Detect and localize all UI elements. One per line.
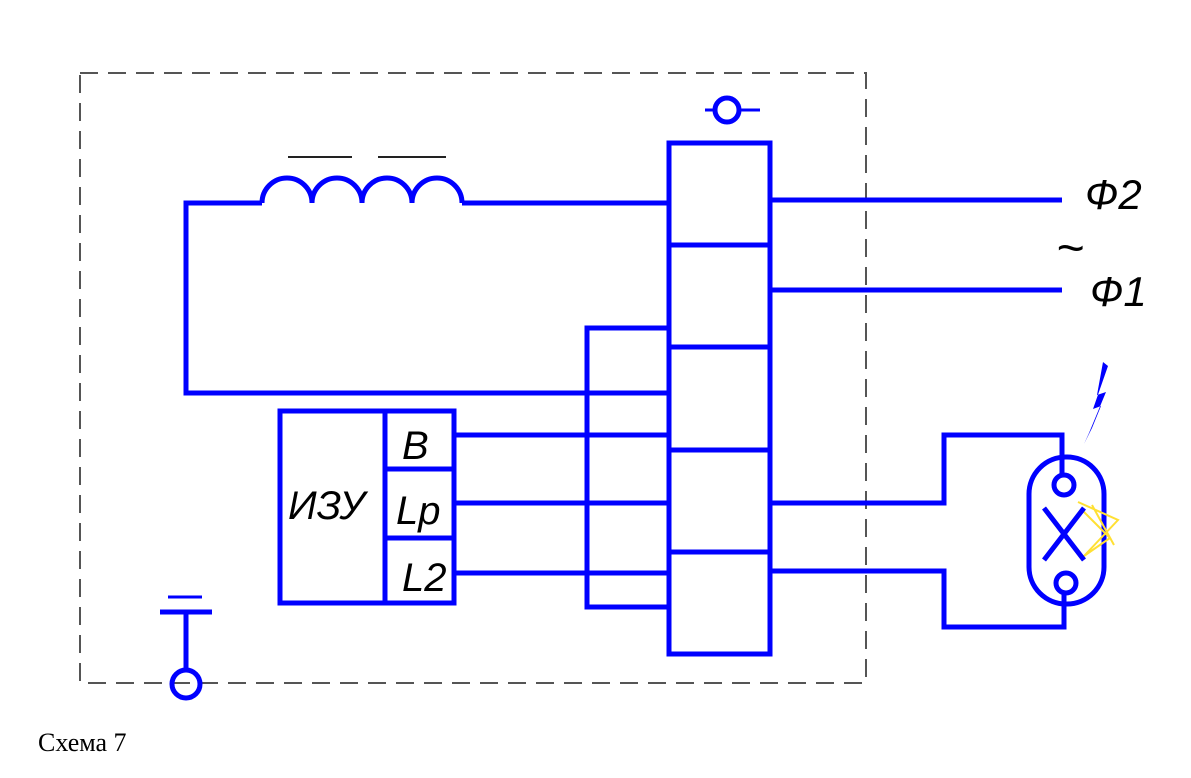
igniter-terminal-l2-label: L2	[402, 556, 447, 600]
lamp-lower-wire	[768, 568, 1067, 630]
bus-bar	[584, 325, 669, 610]
lamp-upper-wire	[770, 432, 1065, 506]
terminal-block	[666, 140, 773, 657]
igniter-name-label: ИЗУ	[288, 484, 368, 528]
diagram-caption: Схема 7	[38, 728, 127, 757]
ground-icon	[160, 595, 212, 701]
choke-input-wire	[183, 200, 669, 396]
igniter-terminal-lp-label: Lp	[396, 489, 441, 533]
igniter-box	[277, 408, 457, 606]
ac-symbol-label: ~	[1056, 222, 1084, 275]
discharge-lamp-icon	[1026, 454, 1120, 607]
enclosure-boundary	[79, 72, 867, 684]
igniter-terminal-b-label: B	[402, 424, 429, 468]
phase2-label: Ф2	[1085, 171, 1142, 218]
top-terminal-icon	[705, 95, 760, 125]
phase1-label: Ф1	[1090, 268, 1147, 315]
lightning-icon	[1084, 362, 1108, 444]
choke-inductor-icon	[259, 156, 465, 204]
